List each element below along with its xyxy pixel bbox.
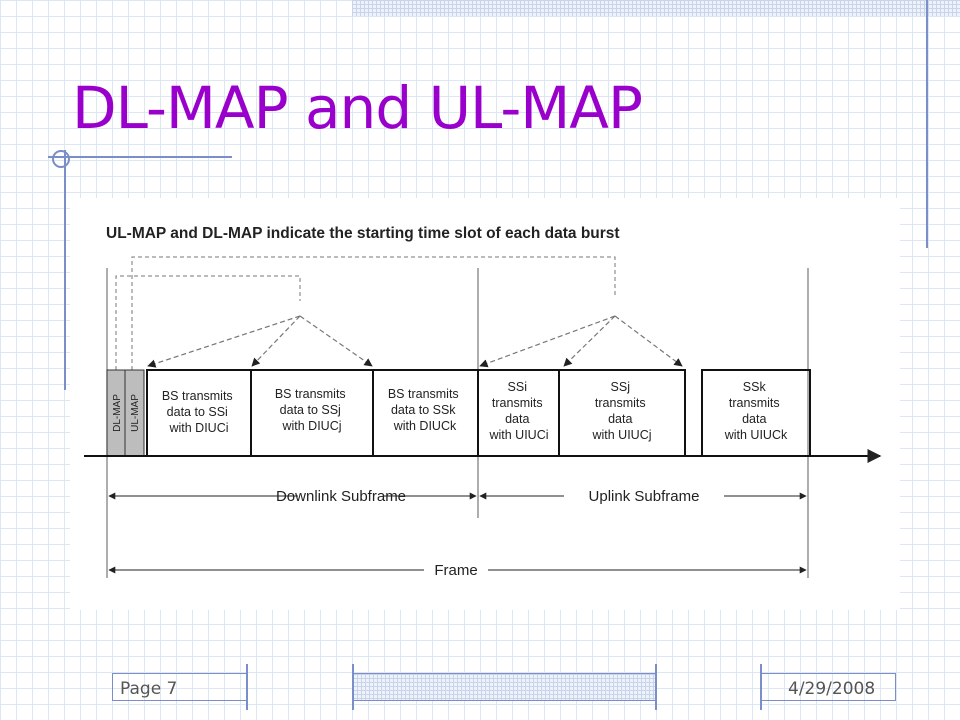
right-edge-line xyxy=(926,0,928,248)
downlink-burst-text: BS transmits data to SSi with DIUCi xyxy=(162,389,236,435)
left-edge-line xyxy=(64,150,66,390)
slide-title: DL-MAP and UL-MAP xyxy=(72,74,643,142)
footer-center-box xyxy=(352,673,656,701)
footer-divider xyxy=(352,664,354,710)
dl-map-label: DL-MAP xyxy=(112,394,123,432)
ul-map-label: UL-MAP xyxy=(130,394,141,432)
footer-divider xyxy=(246,664,248,710)
uplink-subframe-label: Uplink Subframe xyxy=(589,488,700,505)
uplink-burst-text: SSi transmits data with UIUCi xyxy=(488,380,548,442)
downlink-subframe-label: Downlink Subframe xyxy=(276,488,406,505)
frame-label: Frame xyxy=(434,562,477,579)
uplink-burst-text: SSj transmits data with UIUCj xyxy=(591,380,651,442)
frame-diagram: UL-MAP and DL-MAP indicate the starting … xyxy=(70,198,900,610)
footer-page-number: Page 7 xyxy=(120,679,178,699)
corner-circle-icon xyxy=(52,150,70,168)
footer-divider xyxy=(760,664,762,710)
downlink-burst-text: BS transmits data to SSk with DIUCk xyxy=(388,387,462,433)
uplink-burst-text: SSk transmits data with UIUCk xyxy=(724,380,788,442)
title-underline xyxy=(48,156,232,158)
top-hatch-bar xyxy=(352,0,960,16)
diagram-heading: UL-MAP and DL-MAP indicate the starting … xyxy=(106,225,620,242)
footer-date: 4/29/2008 xyxy=(788,679,876,699)
footer-divider xyxy=(655,664,657,710)
downlink-burst-text: BS transmits data to SSj with DIUCj xyxy=(275,387,349,433)
